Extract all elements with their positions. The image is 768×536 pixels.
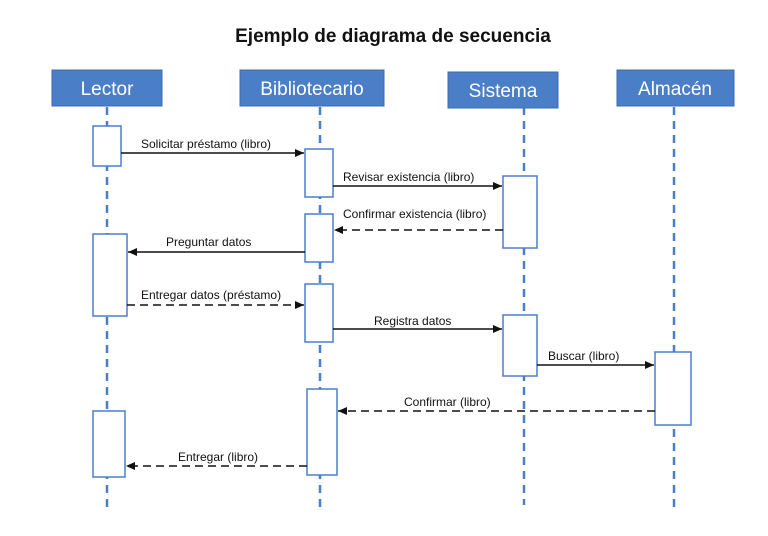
activation-lector-1 (92, 125, 122, 167)
actor-label: Bibliotecario (260, 79, 364, 100)
message-label: Entregar datos (préstamo) (141, 288, 281, 302)
message-1: Solicitar préstamo (libro) (121, 137, 304, 157)
activation-bibliotecario-1 (304, 148, 334, 198)
message-label: Preguntar datos (166, 235, 251, 249)
message-2: Revisar existencia (libro) (333, 170, 502, 190)
message-3: Confirmar existencia (libro) (334, 207, 503, 234)
message-label: Entregar (libro) (178, 450, 258, 464)
message-4: Preguntar datos (128, 235, 305, 256)
message-label: Revisar existencia (libro) (343, 170, 474, 184)
actor-label: Lector (81, 79, 134, 100)
message-label: Confirmar existencia (libro) (343, 207, 486, 221)
activation-bibliotecario-4 (306, 388, 338, 476)
message-label: Buscar (libro) (548, 349, 619, 363)
message-6: Registra datos (333, 314, 502, 333)
actor-label: Almacén (638, 79, 712, 100)
actor-lector: Lector (51, 69, 163, 107)
actor-bibliotecario: Bibliotecario (239, 69, 385, 107)
activation-lector-3 (92, 410, 126, 478)
message-7: Buscar (libro) (537, 349, 654, 369)
message-9: Entregar (libro) (126, 450, 307, 470)
activation-bibliotecario-2 (304, 213, 334, 263)
activation-sistema-1 (502, 175, 538, 249)
diagram-title: Ejemplo de diagrama de secuencia (235, 26, 551, 47)
message-label: Registra datos (374, 314, 451, 328)
message-label: Solicitar préstamo (libro) (141, 137, 271, 151)
message-8: Confirmar (libro) (338, 395, 655, 415)
message-label: Confirmar (libro) (404, 395, 491, 409)
activation-bibliotecario-3 (304, 283, 334, 343)
actor-almacen: Almacén (616, 69, 735, 107)
actor-sistema: Sistema (447, 71, 559, 109)
message-5: Entregar datos (préstamo) (127, 288, 304, 309)
activation-almacen-1 (654, 351, 692, 426)
activation-sistema-2 (502, 314, 538, 377)
actor-label: Sistema (469, 81, 538, 102)
activation-lector-2 (92, 233, 128, 317)
